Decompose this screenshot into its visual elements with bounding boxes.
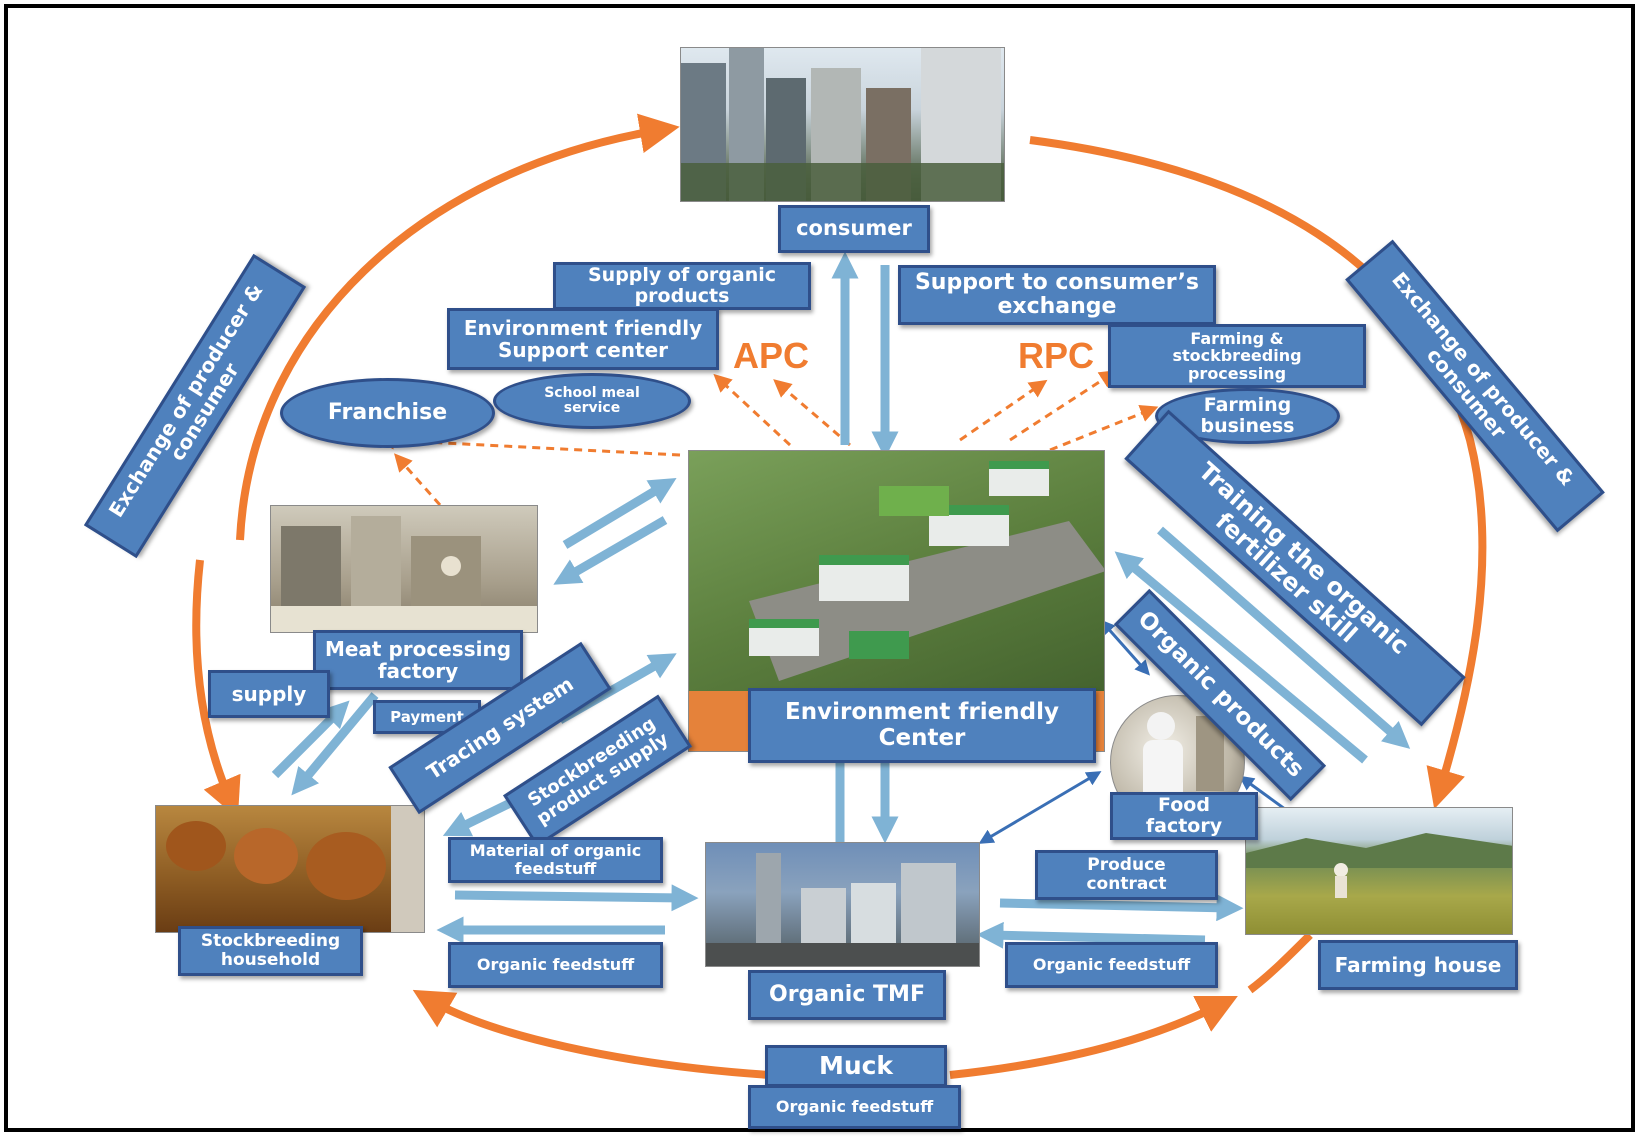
- double-arrow-center-food: [1100, 619, 1150, 676]
- cow-icon: [166, 806, 424, 932]
- organic-tmf-box: Organic TMF: [748, 970, 946, 1020]
- organic-feedstuff-bottom-box: Organic feedstuff: [748, 1085, 961, 1129]
- dashed-arrow-apc: [773, 379, 851, 447]
- stockbreeding-household-box: Stockbreeding household: [178, 926, 363, 976]
- cycle-arrow-right-bottom: [1247, 932, 1313, 994]
- cycle-arrow-bottom-right: [949, 996, 1238, 1079]
- cattle-photo: [155, 805, 425, 933]
- consumer-box: consumer: [778, 205, 930, 253]
- food-factory-box: Food factory: [1110, 792, 1258, 840]
- dashed-arrow-farming-business: [1049, 404, 1159, 452]
- meat-factory-box: Meat processing factory: [313, 630, 523, 690]
- cycle-arrow-left-down: [192, 559, 241, 819]
- diagram-frame: [4, 4, 1635, 1132]
- franchise-oval: Franchise: [280, 378, 495, 448]
- support-exchange-box: Support to consumer’s exchange: [898, 265, 1216, 325]
- material-feedstuff-box: Material of organic feedstuff: [448, 837, 663, 883]
- farming-processing-box: Farming & stockbreeding processing: [1108, 324, 1366, 388]
- dashed-arrow-rpc: [959, 379, 1048, 442]
- silo-icon: [706, 853, 979, 966]
- flow-supply-down: [291, 692, 379, 796]
- supply-organic-box: Supply of organic products: [553, 262, 811, 310]
- env-center-box: Environment friendly Center: [748, 688, 1096, 763]
- dashed-arrow-meat: [394, 453, 442, 506]
- cycle-arrow-left-top: [236, 113, 680, 541]
- apc-label: APC: [733, 335, 810, 376]
- meat-factory-photo: [270, 505, 538, 633]
- farmer-icon: [1246, 833, 1512, 898]
- dashed-pointers: [376, 370, 1159, 506]
- cycle-arrow-bottom-left: [412, 989, 771, 1079]
- flow-tmf-to-field: [999, 894, 1244, 922]
- tmf-plant-photo: [705, 842, 980, 967]
- flow-training-down: [1157, 526, 1411, 749]
- flow-center-to-meat: [553, 516, 668, 585]
- env-support-center-box: Environment friendly Support center: [447, 308, 719, 370]
- flow-arrows: [271, 251, 1411, 949]
- flow-training-up: [1114, 551, 1368, 764]
- flow-field-to-tmf: [976, 921, 1206, 949]
- muck-box: Muck: [765, 1045, 947, 1087]
- dashed-arrow-env-support: [713, 373, 792, 447]
- flow-supply-up: [271, 700, 350, 779]
- city-skyline-icon: [681, 48, 1004, 201]
- produce-contract-box: Produce contract: [1035, 850, 1218, 900]
- double-arrow-food-tmf: [978, 771, 1102, 844]
- dashed-arrow-farming-processing: [1009, 370, 1118, 442]
- flow-meat-to-center: [562, 478, 677, 549]
- organic-feedstuff-right-box: Organic feedstuff: [1005, 942, 1218, 988]
- rpc-label: RPC: [1018, 335, 1095, 376]
- city-skyline-photo: [680, 47, 1005, 202]
- dashed-arrow-franchise: [376, 431, 681, 457]
- organic-feedstuff-left-box: Organic feedstuff: [448, 942, 663, 988]
- flow-cattle-to-tmf: [454, 884, 699, 912]
- supply-box: supply: [208, 670, 330, 718]
- school-meal-oval: School meal service: [493, 373, 691, 429]
- factory-machine-icon: [271, 516, 537, 632]
- farming-house-box: Farming house: [1318, 940, 1518, 990]
- rice-field-photo: [1245, 807, 1513, 935]
